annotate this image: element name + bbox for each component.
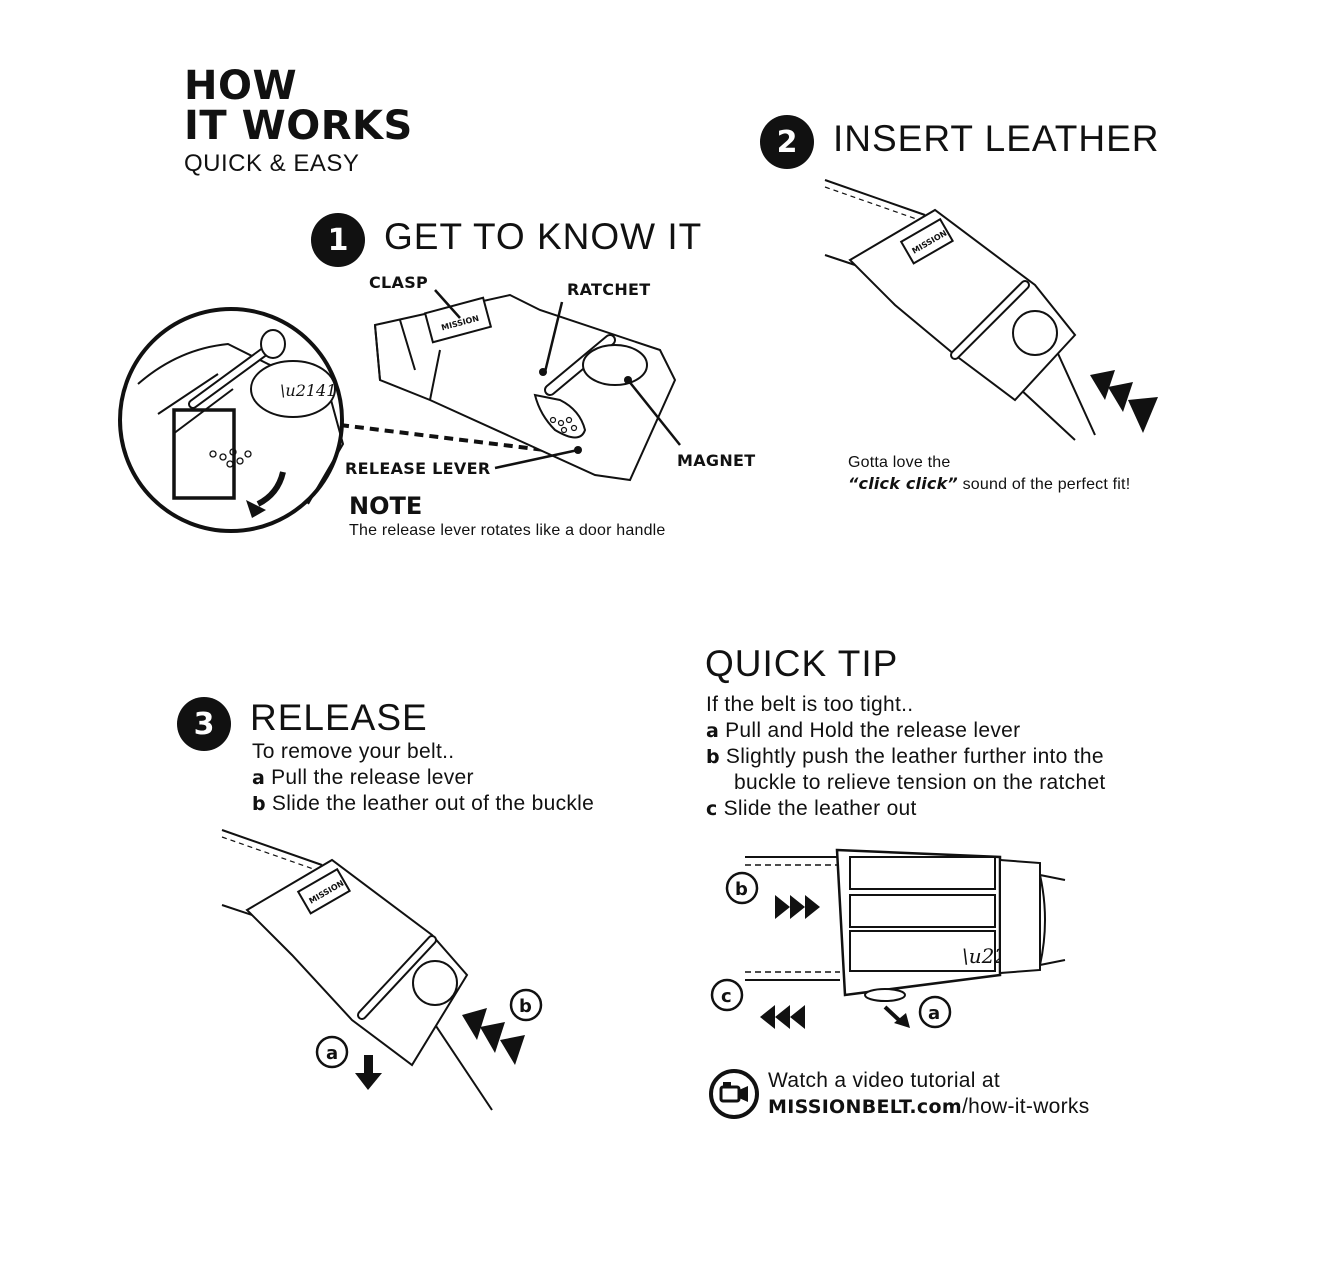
step-3-badge: 3	[177, 697, 231, 751]
quick-tip-item-b-continuation: buckle to relieve tension on the ratchet	[734, 771, 1106, 794]
note-text: The release lever rotates like a door ha…	[349, 522, 666, 539]
title-line-2: IT WORKS	[184, 103, 413, 149]
page-title: HOW IT WORKS	[184, 66, 413, 146]
video-url[interactable]: MISSIONBELT.com/how-it-works	[768, 1094, 1090, 1120]
label-release-lever: RELEASE LEVER	[345, 459, 491, 478]
insert-leather-illustration: MISSION	[824, 179, 1158, 441]
video-camera-icon	[709, 1069, 759, 1119]
step-1-title: GET TO KNOW IT	[384, 216, 703, 257]
step-1-badge: 1	[311, 213, 365, 267]
video-line-1: Watch a video tutorial at	[768, 1069, 1000, 1092]
caption-rest: sound of the perfect fit!	[957, 476, 1131, 493]
svg-text:c: c	[721, 986, 732, 1007]
quick-tip-title: QUICK TIP	[705, 643, 899, 684]
title-line-1: HOW	[184, 63, 298, 109]
release-lever-closeup-illustration: \u2141	[118, 307, 345, 533]
quick-tip-illustration: \u221A b c a	[710, 848, 1066, 1029]
svg-text:b: b	[519, 996, 532, 1017]
caption-line-2: “click click” sound of the perfect fit!	[848, 473, 1130, 495]
quick-tip-intro: If the belt is too tight..	[706, 693, 914, 716]
video-url-domain: MISSIONBELT.com	[768, 1096, 962, 1118]
step-2-caption: Gotta love the “click click” sound of th…	[848, 452, 1130, 495]
buckle-parts-illustration: MISSION	[339, 289, 681, 482]
step-3-intro: To remove your belt..	[252, 740, 455, 763]
svg-text:a: a	[928, 1003, 940, 1024]
video-url-path: /how-it-works	[961, 1095, 1090, 1118]
svg-text:\u2141: \u2141	[280, 381, 336, 400]
caption-line-1: Gotta love the	[848, 454, 951, 471]
label-ratchet: RATCHET	[567, 280, 651, 299]
release-illustration: MISSION a b	[221, 829, 543, 1111]
label-clasp: CLASP	[369, 273, 429, 292]
step-3-title: RELEASE	[250, 697, 428, 738]
caption-emphasis: “click click”	[848, 474, 958, 493]
video-tutorial-link[interactable]: Watch a video tutorial at MISSIONBELT.co…	[768, 1068, 1090, 1120]
step-2-title: INSERT LEATHER	[833, 118, 1160, 159]
note-heading: NOTE	[349, 492, 423, 520]
svg-text:a: a	[326, 1043, 338, 1064]
step-2-badge: 2	[760, 115, 814, 169]
page-subtitle: QUICK & EASY	[184, 150, 360, 177]
svg-text:b: b	[735, 879, 748, 900]
label-magnet: MAGNET	[677, 451, 756, 470]
